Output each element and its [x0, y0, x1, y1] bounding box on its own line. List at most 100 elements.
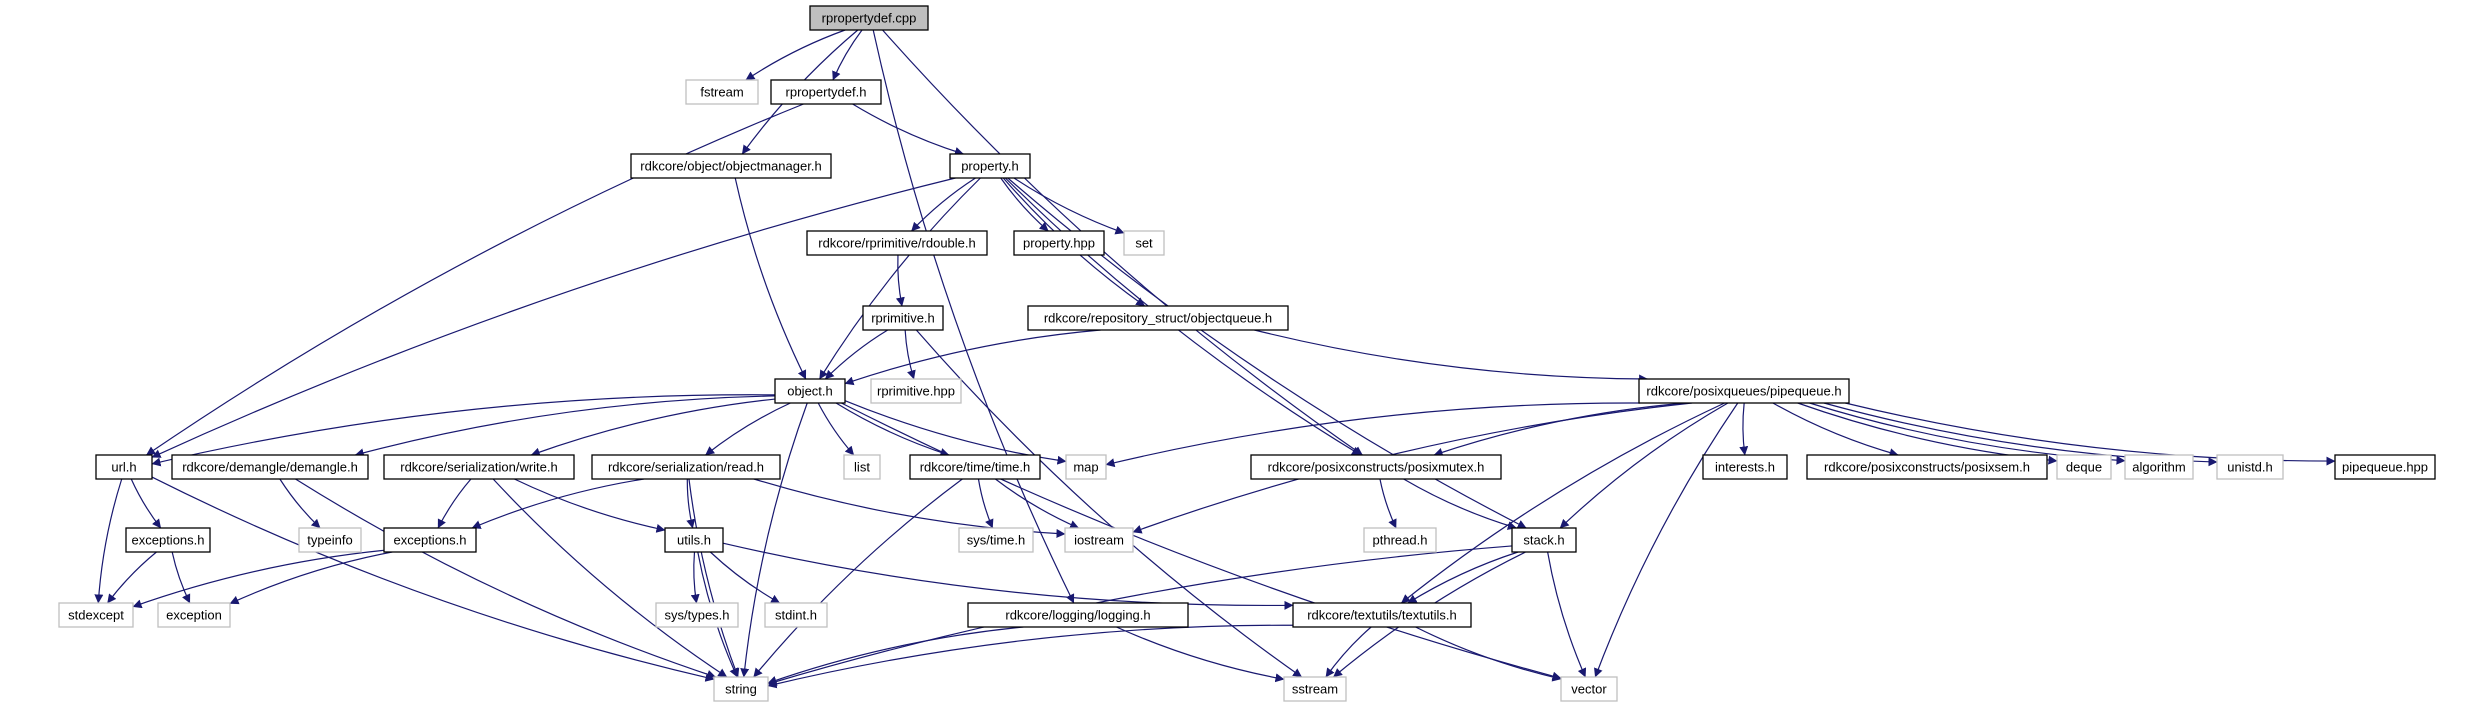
node-exceptions-h-a[interactable]: exceptions.h [125, 527, 211, 553]
node-label: rdkcore/posixqueues/pipequeue.h [1646, 384, 1841, 399]
node-box [1123, 230, 1165, 256]
node-interests-h[interactable]: interests.h [1702, 454, 1788, 480]
node-write-h[interactable]: rdkcore/serialization/write.h [383, 454, 575, 480]
node-rpropertydef-cpp[interactable]: rpropertydef.cpp [809, 5, 929, 31]
edge-textutils_h-to-vector [1415, 626, 1562, 682]
node-label: exceptions.h [394, 533, 467, 548]
node-label: exceptions.h [132, 533, 205, 548]
node-property-hpp[interactable]: property.hpp [1013, 230, 1105, 256]
node-textutils-h[interactable]: rdkcore/textutils/textutils.h [1292, 602, 1472, 628]
node-stack-h[interactable]: stack.h [1511, 527, 1577, 553]
edge-objectqueue_h-to-pipequeue_h [1254, 329, 1649, 384]
node-box [909, 454, 1041, 480]
node-property-h[interactable]: property.h [949, 153, 1031, 179]
node-box [870, 378, 962, 404]
node-deque: deque [2056, 454, 2112, 480]
node-pthread-h: pthread.h [1363, 527, 1437, 553]
edge-object_h-to-string [740, 402, 808, 678]
node-label: iostream [1074, 533, 1124, 548]
node-exceptions-h-b[interactable]: exceptions.h [383, 527, 477, 553]
node-exception: exception [157, 602, 231, 628]
node-label: exception [166, 608, 222, 623]
node-label: stack.h [1523, 533, 1564, 548]
node-box [171, 454, 369, 480]
node-box [774, 378, 846, 404]
node-rprimitive-h[interactable]: rprimitive.h [862, 305, 944, 331]
node-pipequeue-hpp[interactable]: pipequeue.hpp [2334, 454, 2436, 480]
edge-object_h-to-write_h [530, 398, 776, 457]
edge-property_h-to-set [1013, 177, 1125, 235]
edge-pipequeue_h-to-stack_h [1559, 402, 1729, 529]
node-box [591, 454, 781, 480]
node-read-h[interactable]: rdkcore/serialization/read.h [591, 454, 781, 480]
edge-rpropertydef_h-to-property_h [852, 103, 964, 156]
node-sys-time-h: sys/time.h [958, 527, 1034, 553]
node-box [1292, 602, 1472, 628]
edge-time_h-to-sys_time_h [977, 478, 994, 529]
node-label: fstream [700, 85, 743, 100]
edge-rprimitive_h-to-rprimitive_hpp [904, 329, 916, 380]
node-box [770, 79, 882, 105]
edge-rprimitive_h-to-sstream [915, 329, 1303, 678]
node-box [764, 602, 828, 628]
node-label: rpropertydef.h [786, 85, 867, 100]
node-objectqueue-h[interactable]: rdkcore/repository_struct/objectqueue.h [1027, 305, 1289, 331]
edge-utils_h-to-sys_types_h [690, 551, 700, 604]
node-demangle-h[interactable]: rdkcore/demangle/demangle.h [171, 454, 369, 480]
node-label: rprimitive.h [871, 311, 935, 326]
node-box [1702, 454, 1788, 480]
node-box [1064, 527, 1134, 553]
edge-url_h-to-exceptions_h_a [130, 478, 162, 529]
node-box [664, 527, 724, 553]
edge-pipequeue_h-to-textutils_h [1401, 402, 1725, 604]
node-label: sstream [1292, 682, 1338, 697]
node-rprimitive-hpp: rprimitive.hpp [870, 378, 962, 404]
node-box [958, 527, 1034, 553]
node-box [1560, 676, 1618, 702]
node-rpropertydef-h[interactable]: rpropertydef.h [770, 79, 882, 105]
node-label: url.h [111, 460, 136, 475]
node-utils-h[interactable]: utils.h [664, 527, 724, 553]
node-label: rdkcore/object/objectmanager.h [640, 159, 821, 174]
node-time-h[interactable]: rdkcore/time/time.h [909, 454, 1041, 480]
node-box [843, 454, 881, 480]
edge-read_h-to-string [688, 478, 740, 678]
node-label: object.h [787, 384, 833, 399]
edge-pipequeue_h-to-posixsem_h [1772, 402, 1899, 458]
edge-demangle_h-to-typeinfo [279, 478, 321, 529]
edge-exceptions_h_a-to-exception [171, 551, 191, 604]
node-label: rdkcore/serialization/write.h [400, 460, 558, 475]
node-url-h[interactable]: url.h [95, 454, 153, 480]
node-logging-h[interactable]: rdkcore/logging/logging.h [967, 602, 1189, 628]
node-label: rpropertydef.cpp [822, 11, 917, 26]
node-box [967, 602, 1189, 628]
node-label: sys/time.h [967, 533, 1026, 548]
node-box [2056, 454, 2112, 480]
node-object-h[interactable]: object.h [774, 378, 846, 404]
edge-property_h-to-url_h [151, 177, 956, 458]
node-box [1250, 454, 1502, 480]
edge-rprimitive_h-to-object_h [824, 329, 889, 380]
nodes-layer: rpropertydef.cpp fstream rpropertydef.h rdk… [58, 5, 2436, 702]
node-posixsem-h[interactable]: rdkcore/posixconstructs/posixsem.h [1806, 454, 2048, 480]
node-rdouble-h[interactable]: rdkcore/rprimitive/rdouble.h [806, 230, 988, 256]
edge-pipequeue_h-to-vector [1594, 402, 1739, 678]
edge-url_h-to-string [151, 476, 715, 682]
edge-rpropertydef_cpp-to-logging_h [872, 29, 1075, 604]
node-label: unistd.h [2227, 460, 2273, 475]
node-box [1283, 676, 1347, 702]
node-iostream: iostream [1064, 527, 1134, 553]
node-label: set [1135, 236, 1153, 251]
node-label: utils.h [677, 533, 711, 548]
node-box [1065, 454, 1107, 480]
edge-rpropertydef_h-to-url_h [146, 103, 804, 456]
node-label: vector [1571, 682, 1607, 697]
node-label: sys/types.h [664, 608, 729, 623]
node-objectmanager-h[interactable]: rdkcore/object/objectmanager.h [630, 153, 832, 179]
node-box [1511, 527, 1577, 553]
node-box [809, 5, 929, 31]
node-posixmutex-h[interactable]: rdkcore/posixconstructs/posixmutex.h [1250, 454, 1502, 480]
node-pipequeue-h[interactable]: rdkcore/posixqueues/pipequeue.h [1638, 378, 1850, 404]
node-label: rdkcore/logging/logging.h [1005, 608, 1150, 623]
node-box [157, 602, 231, 628]
